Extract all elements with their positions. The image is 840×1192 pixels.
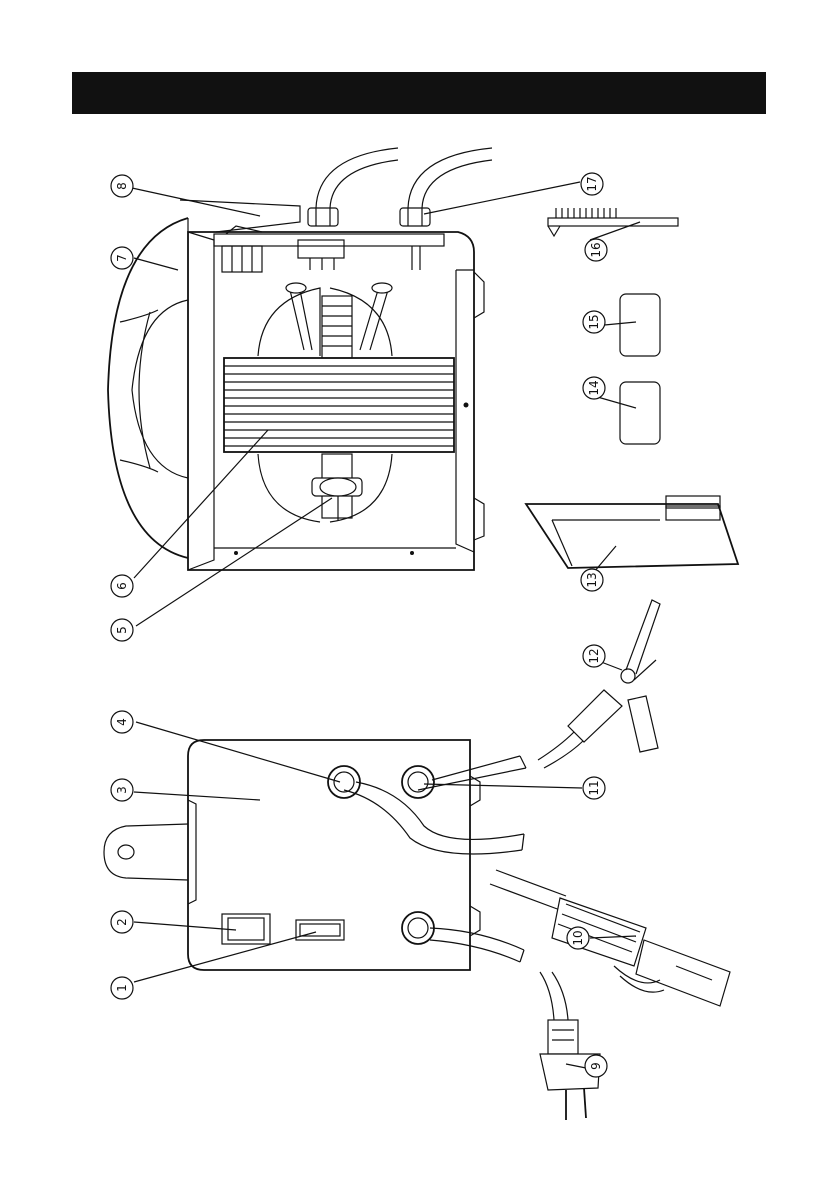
- callout-10: 10: [567, 927, 589, 949]
- callout-12: 12: [583, 645, 605, 667]
- callout-5: 5: [111, 619, 133, 641]
- svg-text:9: 9: [589, 1062, 603, 1070]
- callout-1: 1: [111, 977, 133, 999]
- earth-cable: [344, 782, 524, 854]
- mains-cable-and-plug: [430, 928, 600, 1120]
- earth-clamp: [538, 600, 660, 768]
- accessory-glass-14: [620, 382, 660, 444]
- welder-front-panel: [104, 740, 480, 970]
- electrode-holder: [490, 870, 730, 1006]
- callout-16: 16: [585, 239, 607, 261]
- svg-text:6: 6: [115, 582, 129, 590]
- svg-text:17: 17: [585, 176, 599, 191]
- accessory-face-shield: [526, 496, 738, 568]
- core-laminations: [224, 366, 454, 446]
- callout-3: 3: [111, 779, 133, 801]
- svg-text:13: 13: [585, 572, 599, 587]
- accessory-glass-15: [620, 294, 660, 356]
- svg-text:8: 8: [115, 182, 129, 190]
- callout-14: 14: [583, 377, 605, 399]
- svg-text:3: 3: [115, 786, 129, 794]
- svg-text:7: 7: [115, 254, 129, 262]
- callout-6: 6: [111, 575, 133, 597]
- callout-8: 8: [111, 175, 133, 197]
- svg-text:5: 5: [115, 626, 129, 634]
- svg-text:14: 14: [587, 380, 601, 395]
- callout-15: 15: [583, 311, 605, 333]
- callout-17: 17: [581, 173, 603, 195]
- callout-11: 11: [583, 777, 605, 799]
- callout-4: 4: [111, 711, 133, 733]
- svg-text:1: 1: [115, 984, 129, 992]
- svg-text:12: 12: [587, 648, 601, 663]
- svg-text:15: 15: [587, 314, 601, 329]
- callout-2: 2: [111, 911, 133, 933]
- svg-text:11: 11: [587, 780, 601, 795]
- svg-text:16: 16: [589, 242, 603, 257]
- callout-13: 13: [581, 569, 603, 591]
- svg-text:10: 10: [571, 930, 585, 945]
- callout-9: 9: [585, 1055, 607, 1077]
- svg-text:4: 4: [115, 718, 129, 726]
- svg-text:2: 2: [115, 918, 129, 926]
- callouts: 8 7 6 5 4 3 2 1 17 16 15 14 13 12 11 10 …: [111, 173, 607, 1077]
- callout-7: 7: [111, 247, 133, 269]
